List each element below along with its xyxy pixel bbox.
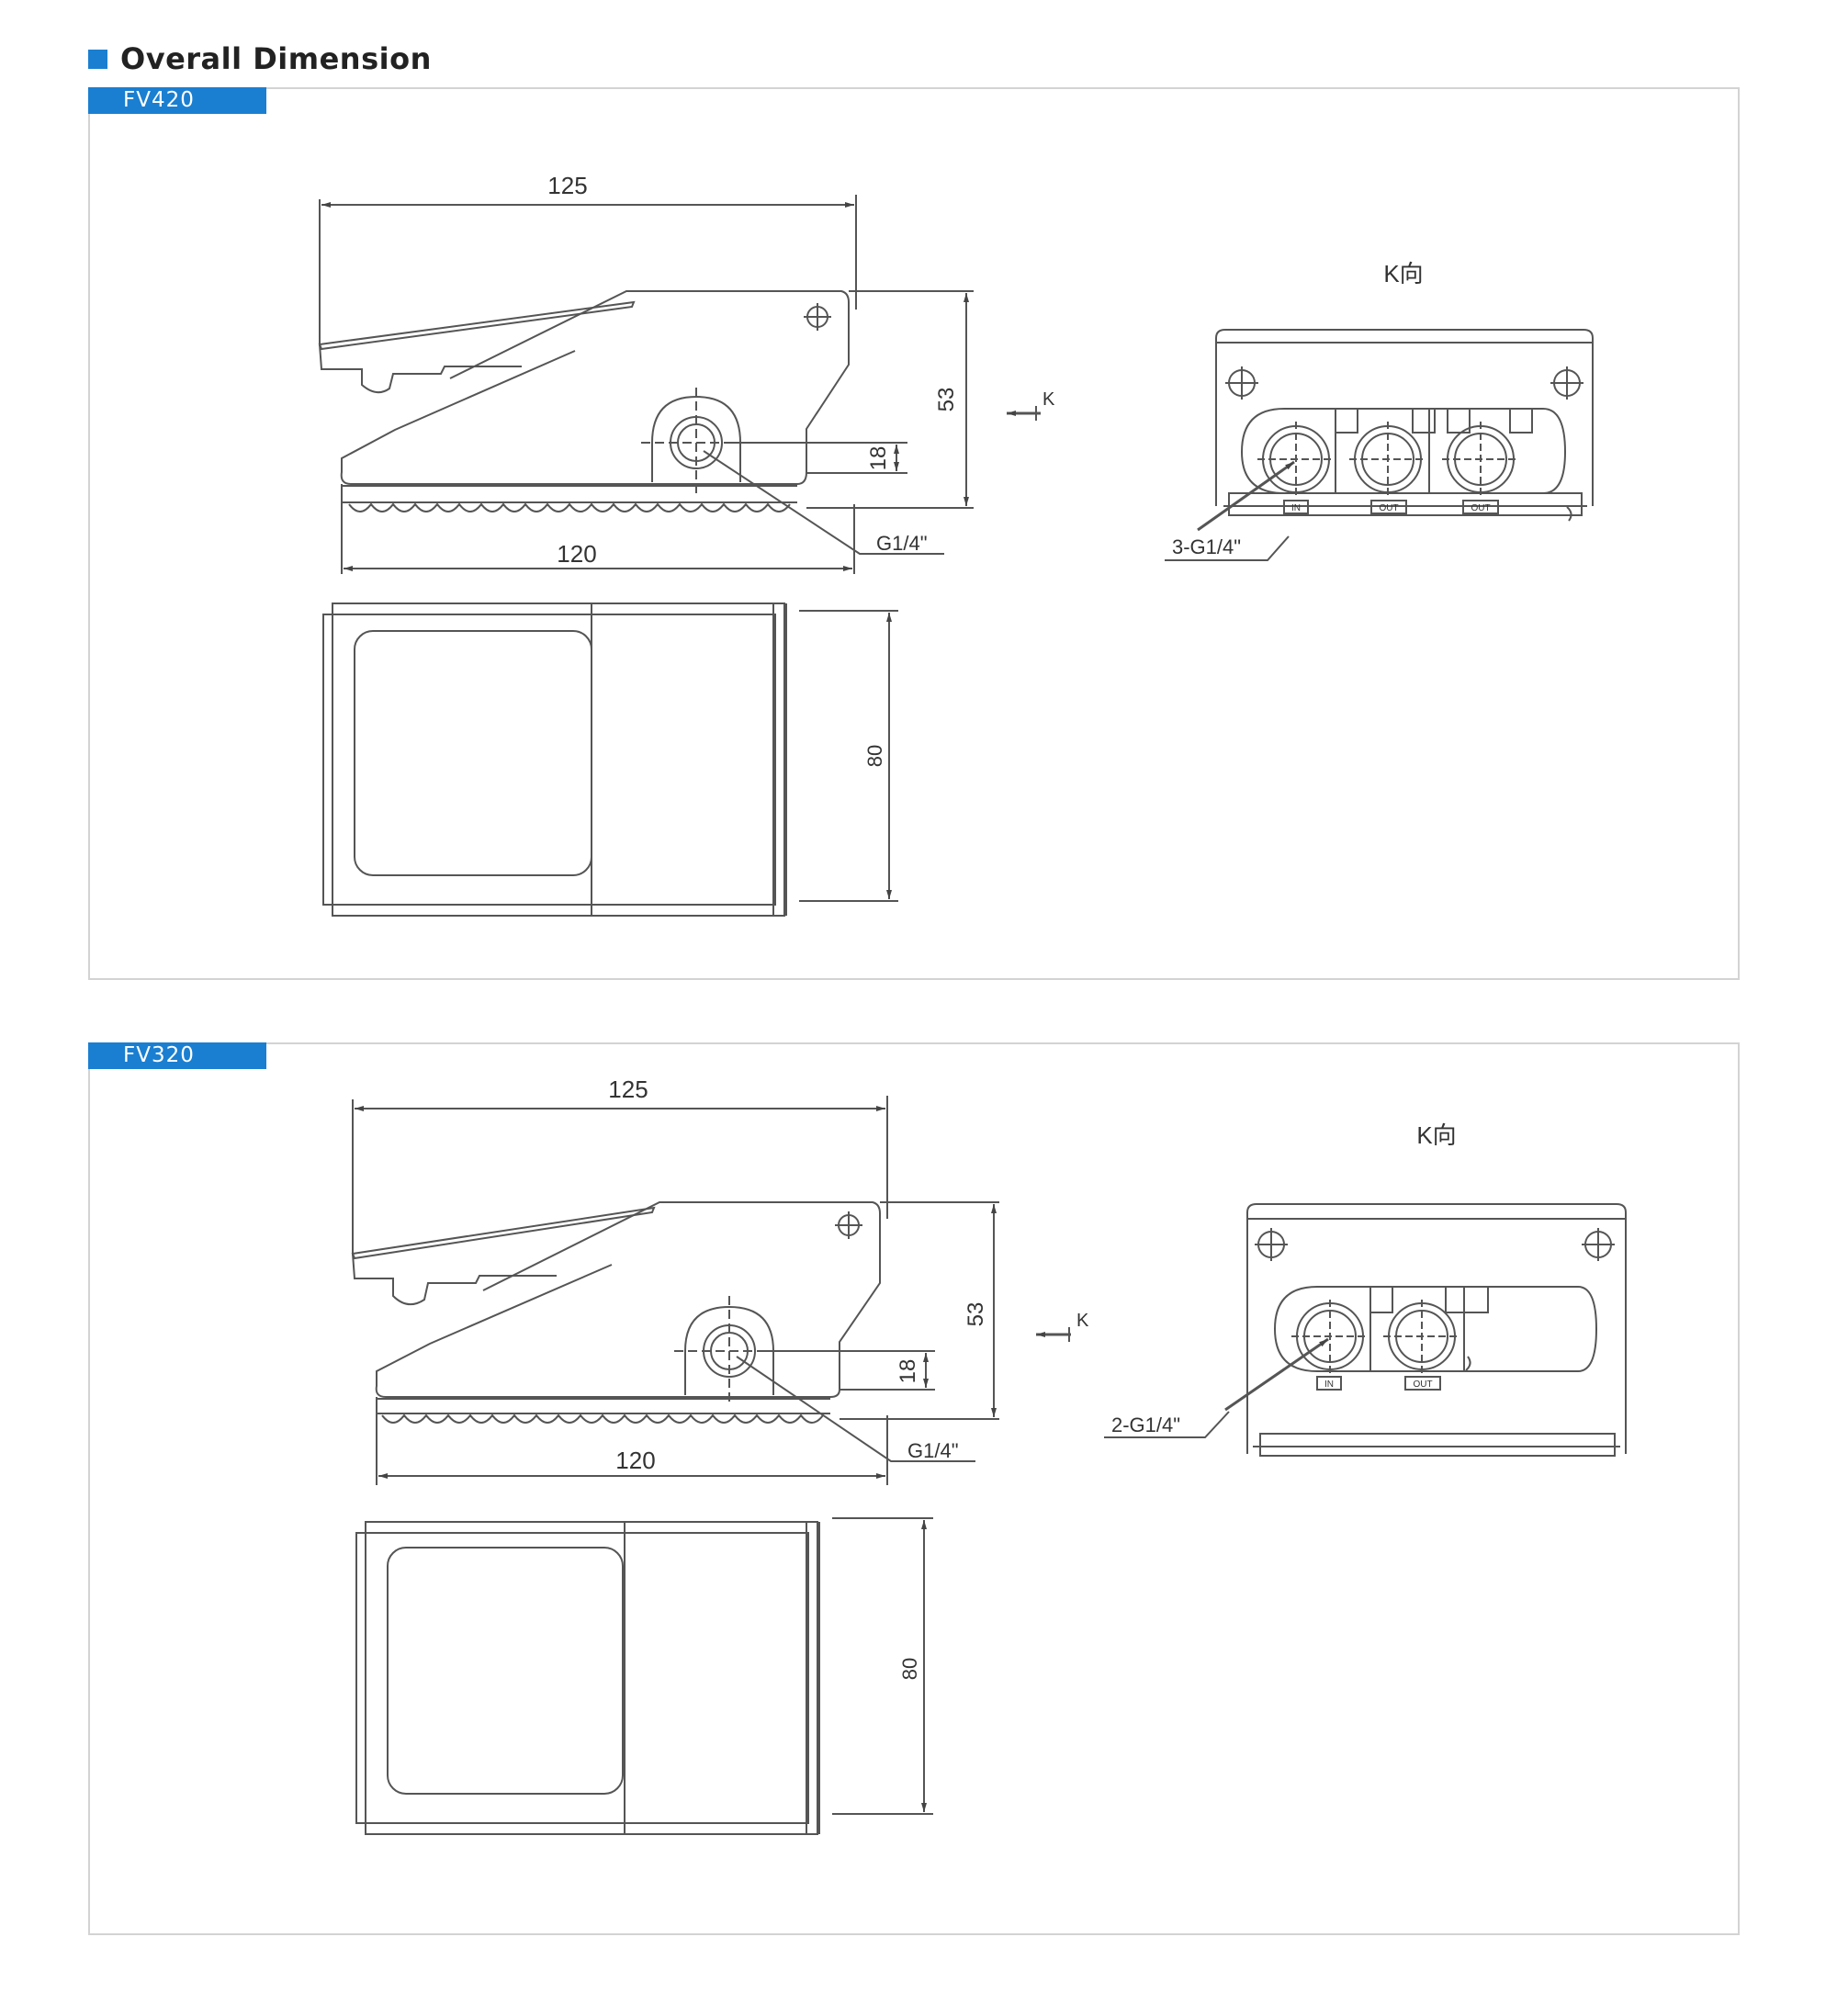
dim-length: 125 bbox=[608, 1076, 648, 1103]
view-label: K向 bbox=[1416, 1121, 1456, 1149]
dimension-panel-fv320: FV320 bbox=[88, 1042, 1740, 1935]
dim-width: 80 bbox=[863, 745, 886, 767]
dim-port-height: 18 bbox=[896, 1359, 920, 1384]
dim-width: 80 bbox=[898, 1658, 921, 1680]
port-in-label: IN bbox=[1291, 503, 1301, 513]
model-tag: FV320 bbox=[88, 1042, 266, 1069]
dim-base-length: 120 bbox=[557, 540, 596, 568]
ports-label: 3-G1/4" bbox=[1172, 535, 1241, 558]
k-view bbox=[1104, 1203, 1627, 1457]
dim-height: 53 bbox=[934, 388, 959, 412]
k-direction-label: K bbox=[1042, 389, 1055, 410]
section-marker-icon bbox=[88, 49, 107, 69]
side-view bbox=[351, 1201, 881, 1424]
dimension-lines bbox=[319, 195, 1041, 902]
port-label: G1/4" bbox=[876, 532, 928, 555]
dimension-panel-fv420: FV420 bbox=[88, 87, 1740, 980]
port-out-label: OUT bbox=[1379, 503, 1398, 513]
port-label: G1/4" bbox=[907, 1439, 959, 1462]
side-view bbox=[318, 290, 850, 512]
ports-label: 2-G1/4" bbox=[1111, 1413, 1180, 1436]
top-view bbox=[322, 603, 787, 917]
section-title: Overall Dimension bbox=[120, 41, 432, 76]
view-label: K向 bbox=[1383, 260, 1423, 287]
dim-length: 125 bbox=[547, 172, 587, 199]
k-direction-label: K bbox=[1076, 1311, 1089, 1331]
section-header: Overall Dimension bbox=[88, 40, 432, 77]
k-view bbox=[1165, 329, 1594, 561]
dim-height: 53 bbox=[964, 1302, 988, 1327]
port-out-label: OUT bbox=[1413, 1380, 1432, 1390]
drawing-fv420: 125 120 53 18 80 G1/4" K K向 3-G1/4" IN O… bbox=[318, 172, 1594, 917]
port-in-label: IN bbox=[1324, 1380, 1334, 1390]
port-out-label: OUT bbox=[1471, 503, 1490, 513]
model-tag: FV420 bbox=[88, 87, 266, 114]
drawing-fv320: 125 120 53 18 80 G1/4" K K向 2-G1/4" IN O… bbox=[351, 1076, 1627, 1835]
dimension-lines bbox=[352, 1096, 1071, 1815]
top-view bbox=[355, 1521, 820, 1835]
dim-port-height: 18 bbox=[866, 446, 891, 471]
dim-base-length: 120 bbox=[615, 1447, 655, 1474]
